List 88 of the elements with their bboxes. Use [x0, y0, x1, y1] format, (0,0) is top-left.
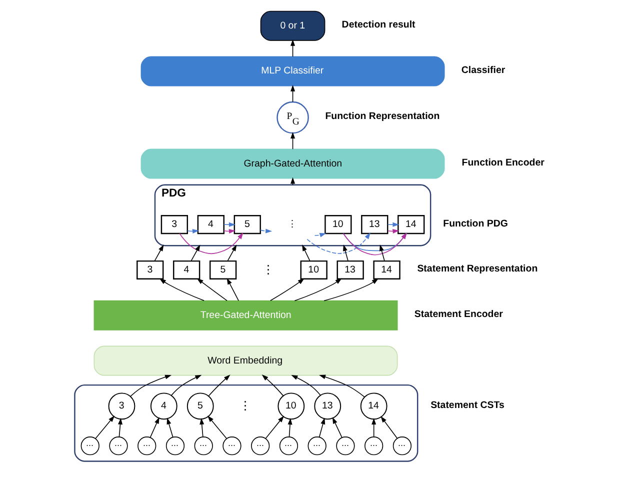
arrow	[332, 417, 342, 438]
label: Detection result	[341, 20, 415, 31]
arrow	[306, 232, 370, 254]
node-circle: 4	[150, 392, 177, 420]
node-circle: ⋯	[165, 436, 184, 456]
arrow	[270, 278, 304, 302]
arrow	[342, 232, 406, 252]
arrow	[302, 244, 310, 262]
node-box: 4	[172, 260, 200, 280]
label: Statement CSTs	[430, 400, 504, 411]
node-circle: ⋯	[250, 436, 270, 456]
node-box: 13	[360, 215, 388, 234]
node-box: 3	[160, 215, 188, 234]
node-circle: ⋯	[364, 436, 383, 456]
node-circle: ⋯	[137, 436, 156, 456]
arrow	[318, 418, 325, 438]
arrow	[379, 244, 384, 262]
arrow	[154, 244, 164, 262]
arrow	[178, 232, 243, 254]
arrow	[117, 418, 122, 438]
arrow	[380, 416, 398, 439]
arrow	[208, 374, 230, 396]
arrow	[166, 418, 173, 438]
arrow	[264, 416, 284, 439]
arrow	[371, 418, 376, 437]
node-box: 14	[397, 215, 424, 234]
node-box: 5	[208, 260, 236, 280]
node-circle: ⋯	[392, 436, 412, 456]
node-circle: 3	[108, 392, 135, 420]
node-box: 10	[300, 260, 327, 280]
arrow	[318, 374, 364, 398]
label: ⋮	[239, 400, 250, 412]
arrow	[342, 232, 406, 256]
arrow	[223, 222, 235, 227]
node-circle: ⋯	[222, 436, 241, 456]
arrow	[290, 84, 295, 102]
node-box: 14	[372, 260, 400, 280]
node-box: Tree-Gated-Attention	[93, 300, 398, 330]
node-circle: ⋯	[336, 436, 354, 456]
node-box: 5	[233, 215, 260, 234]
node-circle: ⋯	[307, 436, 326, 456]
cluster	[74, 384, 418, 462]
node-box: MLP Classifier	[140, 56, 444, 86]
node-box: 10	[324, 215, 352, 234]
arrow	[314, 232, 326, 238]
arrow	[290, 39, 295, 57]
node-box: 13	[336, 260, 364, 280]
node-circle: ⋯	[194, 436, 212, 456]
arrow	[158, 278, 204, 302]
arrow	[199, 418, 204, 438]
node-box: Word Embedding	[93, 346, 398, 376]
label: Function PDG	[442, 218, 508, 230]
label: ⋮	[262, 264, 273, 276]
label: Function Encoder	[461, 157, 544, 168]
node-box: 3	[136, 260, 164, 280]
node-box: 4	[196, 215, 224, 234]
arrow	[190, 244, 200, 262]
arrow	[290, 132, 295, 150]
label: Classifier	[460, 64, 505, 76]
label: Statement Encoder	[414, 309, 502, 320]
arrow	[287, 418, 292, 437]
arrow	[170, 374, 202, 396]
arrow	[323, 278, 378, 302]
arrow	[207, 416, 226, 439]
node-circle: 14	[360, 392, 387, 420]
arrow	[149, 417, 159, 438]
arrow	[226, 244, 236, 262]
arrow	[342, 244, 348, 262]
arrow	[261, 374, 284, 396]
arrow	[226, 278, 238, 302]
node-circle: 13	[314, 392, 341, 420]
node-circle: 10	[277, 392, 304, 420]
arrow	[386, 222, 399, 227]
arrow	[130, 374, 172, 397]
node-circle: ⋯	[278, 436, 298, 456]
arrow	[94, 416, 114, 439]
arrow	[260, 228, 272, 234]
arrow	[290, 374, 320, 396]
node-box: 0 or 1	[260, 10, 325, 41]
node-circle: 5	[186, 392, 214, 420]
node-box: Graph-Gated-Attention	[140, 148, 444, 179]
arrow	[196, 278, 227, 302]
label: Statement Representation	[416, 264, 538, 275]
node-text: ⋮	[287, 219, 298, 230]
arrow	[294, 278, 342, 302]
node-circle: ⋯	[108, 436, 128, 456]
label: Function Representation	[324, 111, 440, 122]
node-circle: ⋯	[80, 436, 99, 456]
